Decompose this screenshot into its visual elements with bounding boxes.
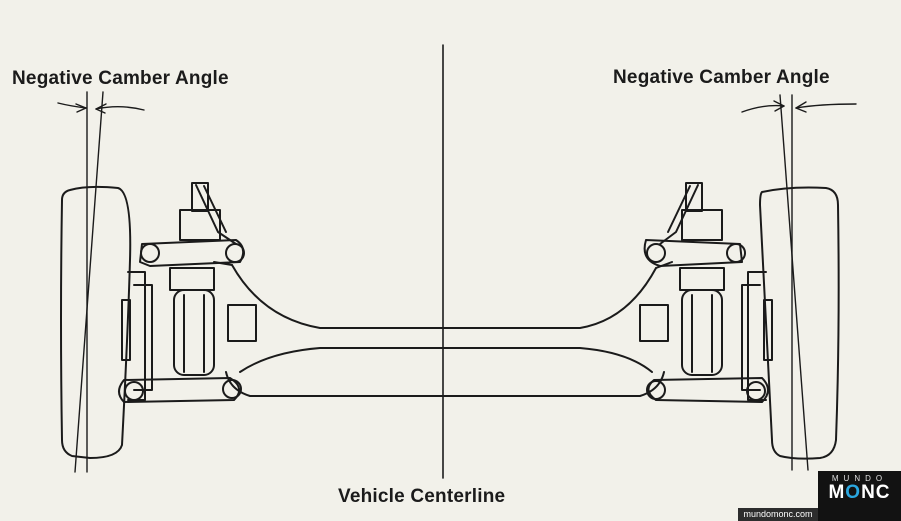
left-wheel [60, 185, 132, 459]
right-camber-reference-lines [741, 94, 857, 471]
left-camber-reference-lines [57, 91, 145, 473]
logo-main-text: MONC [818, 482, 901, 504]
right-camber-angle-label: Negative Camber Angle [613, 67, 830, 88]
left-lower-control-arm [118, 377, 242, 403]
logo-top-text: MUNDO [831, 474, 888, 483]
left-upper-control-arm [139, 239, 245, 267]
logo-main-c: NC [861, 482, 891, 503]
logo-main-b: O [845, 482, 862, 503]
watermark-logo: MUNDO MONC [818, 471, 901, 521]
right-coil-spring [659, 182, 725, 376]
vehicle-centerline-label: Vehicle Centerline [338, 486, 506, 507]
watermark-url: mundomonc.com [738, 508, 818, 521]
right-lower-control-arm [646, 377, 769, 403]
right-wheel [759, 186, 840, 460]
left-camber-angle-label: Negative Camber Angle [12, 68, 229, 89]
logo-main-a: M [828, 482, 846, 503]
right-upper-control-arm [643, 239, 746, 267]
left-coil-spring [169, 182, 237, 376]
